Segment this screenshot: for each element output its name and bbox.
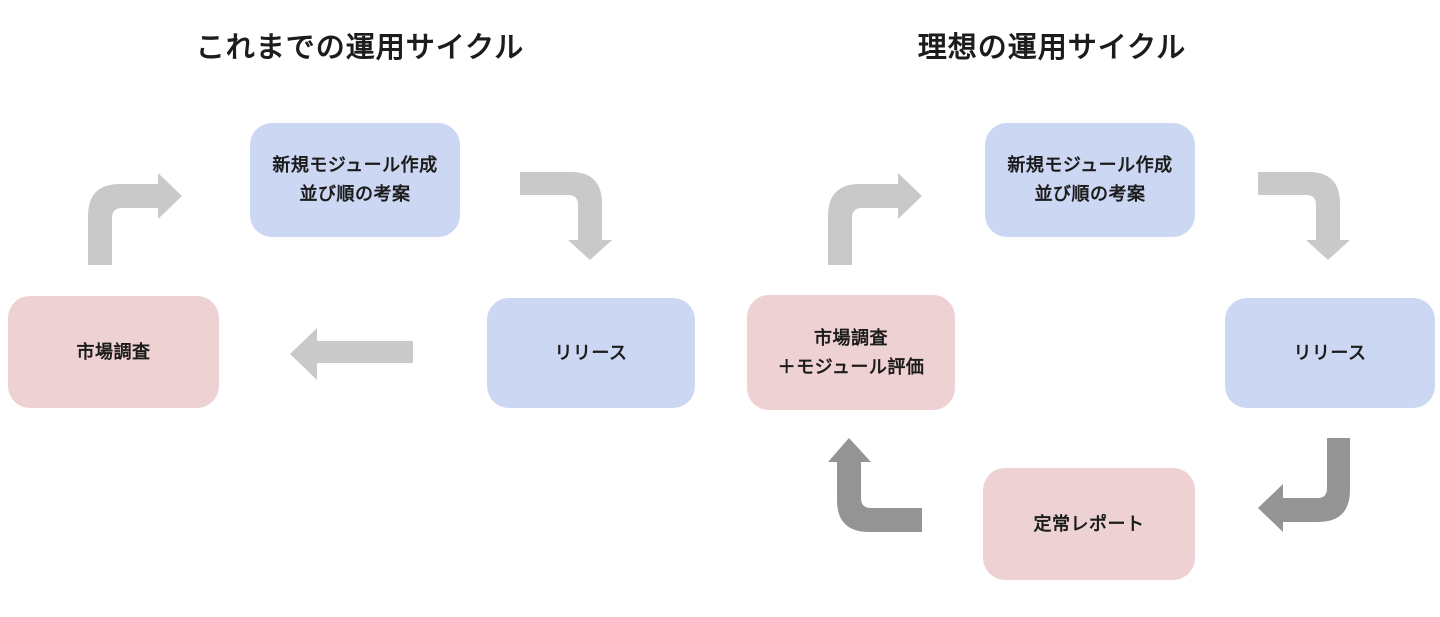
arrow-shape [828, 173, 922, 265]
left-arrow-release-to-research-icon [290, 328, 413, 380]
right-node-market-research-plus-evaluation: 市場調査 ＋モジュール評価 [747, 295, 955, 410]
arrow-shape [1258, 172, 1350, 260]
left-diagram-title: これまでの運用サイクル [195, 32, 525, 64]
left-arrow-module-to-release-icon [520, 172, 613, 260]
right-diagram-title: 理想の運用サイクル [917, 32, 1187, 64]
left-node-release: リリース [487, 298, 695, 408]
left-node-module-creation: 新規モジュール作成 並び順の考案 [250, 123, 460, 237]
left-arrow-research-to-module-icon [88, 170, 182, 265]
right-arrow-report-to-research-icon [828, 438, 922, 535]
arrow-shape [290, 328, 413, 380]
arrow-shape [88, 173, 182, 265]
arrow-shape [828, 438, 922, 532]
right-arrow-research-to-module-icon [828, 170, 922, 265]
arrow-shape [1258, 438, 1350, 532]
left-node-market-research: 市場調査 [8, 296, 219, 408]
right-node-release: リリース [1225, 298, 1435, 408]
arrow-shape [520, 172, 612, 260]
right-arrow-release-to-report-icon [1258, 438, 1353, 532]
right-node-regular-report: 定常レポート [983, 468, 1195, 580]
right-arrow-module-to-release-icon [1258, 172, 1351, 260]
right-node-module-creation: 新規モジュール作成 並び順の考案 [985, 123, 1195, 237]
